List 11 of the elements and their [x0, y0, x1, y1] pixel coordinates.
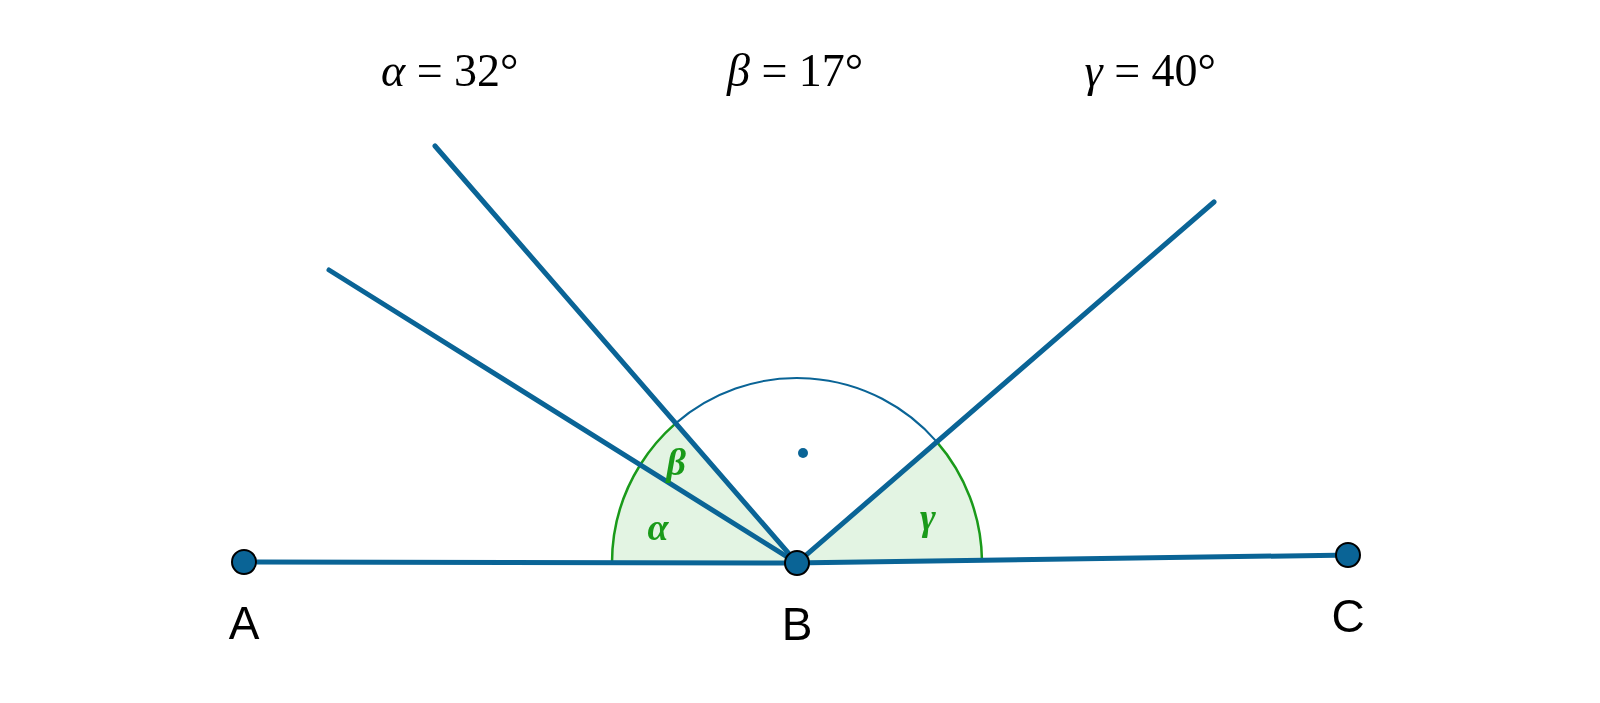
point-label: A [227, 598, 261, 648]
point-label: B [780, 599, 814, 649]
point-label: C [1330, 591, 1366, 641]
angle-value: α = 32° [381, 43, 519, 97]
angle-label: β [666, 440, 686, 484]
angle-label: α [647, 505, 669, 549]
angle-value: β = 17° [727, 43, 864, 97]
ray [803, 199, 1217, 558]
angle-label: γ [920, 495, 936, 539]
ray [432, 143, 792, 557]
angle-value: γ = 40° [1084, 43, 1216, 97]
